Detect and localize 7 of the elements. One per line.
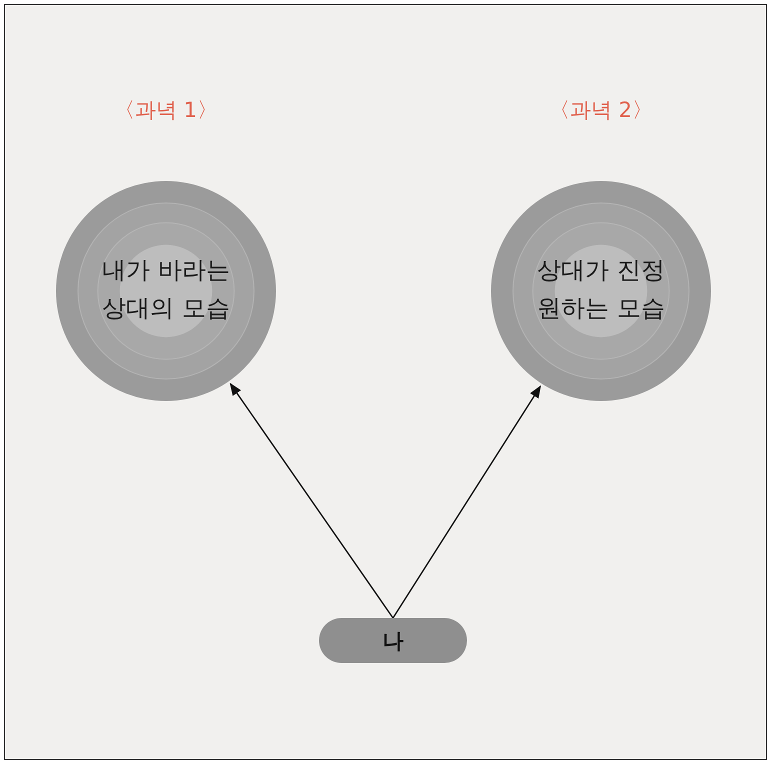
- arrow: [230, 382, 394, 618]
- arrow: [392, 385, 542, 618]
- target-label: 내가 바라는 상대의 모습: [101, 255, 231, 324]
- target-heading: 〈과녁 1〉: [112, 97, 220, 124]
- self-pill: 나: [319, 618, 467, 663]
- target-heading: 〈과녁 2〉: [548, 97, 654, 124]
- target-label: 상대가 진정 원하는 모습: [536, 255, 666, 324]
